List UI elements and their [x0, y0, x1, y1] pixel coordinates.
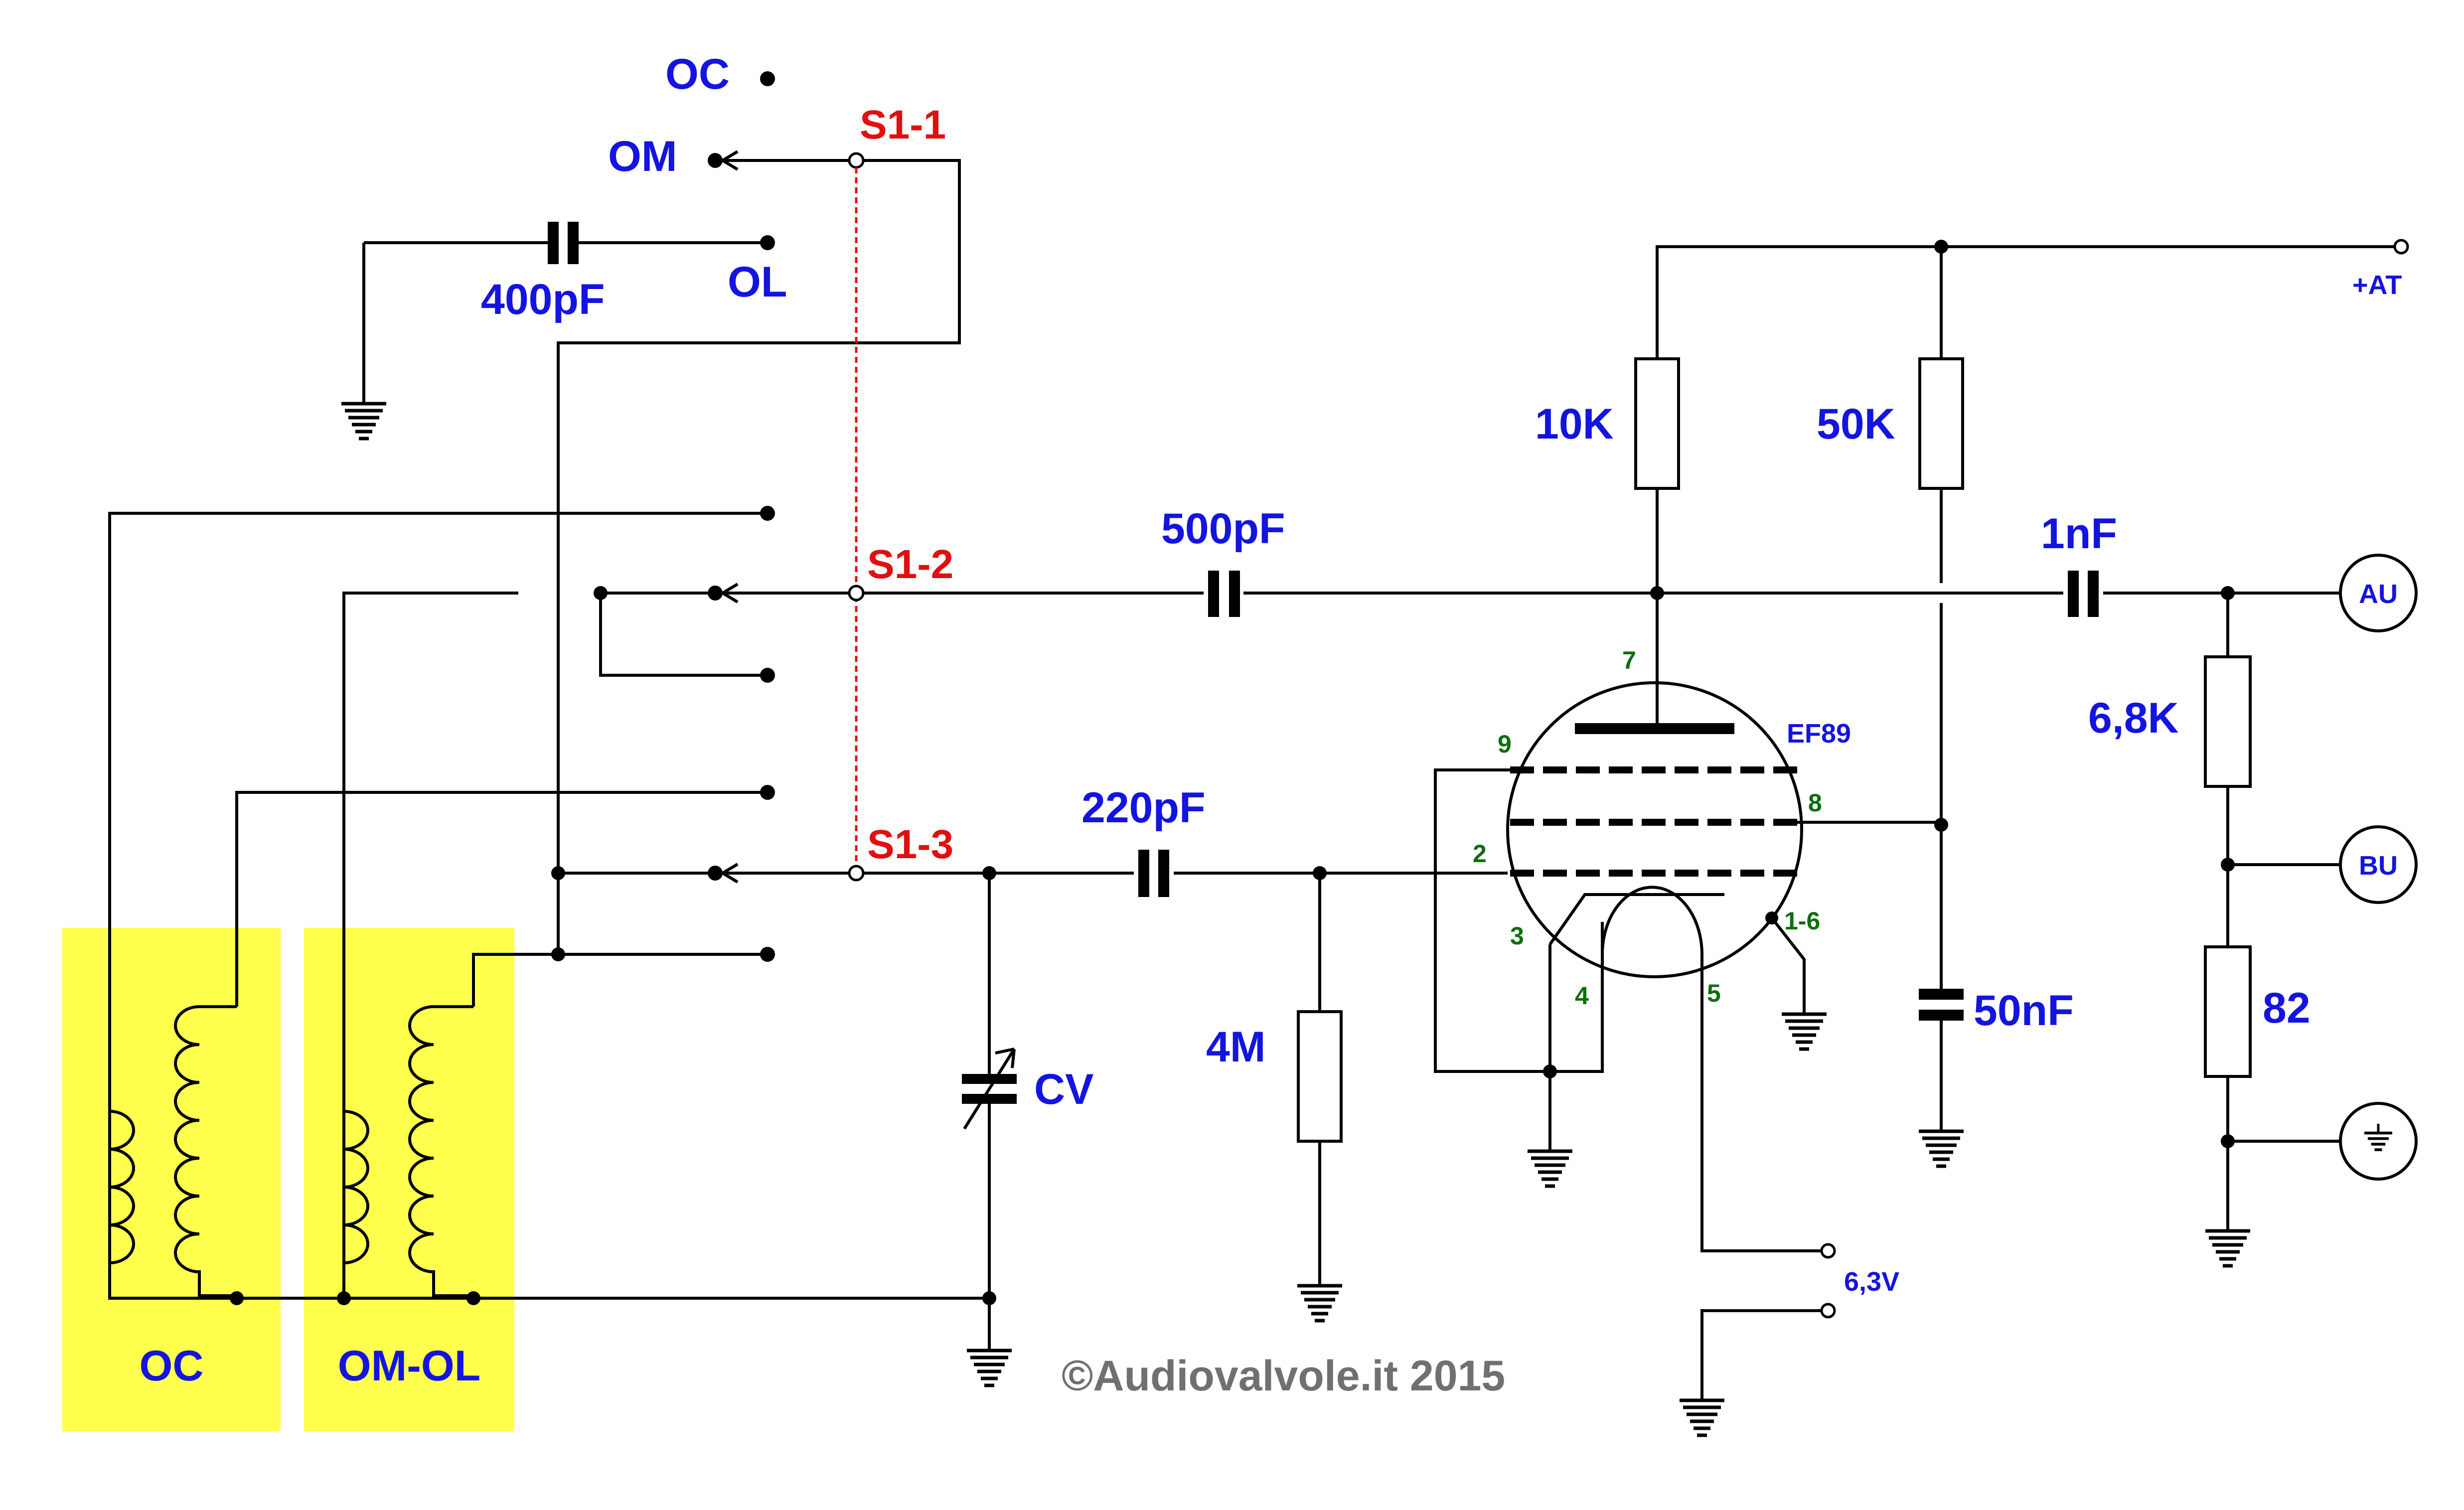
label-pin-9: 9	[1498, 730, 1512, 758]
label-pin-8: 8	[1808, 789, 1822, 817]
contact-s1-2-om	[708, 586, 723, 601]
resistor-82	[2204, 945, 2252, 1078]
wire-pin16	[1770, 917, 1806, 999]
cap-cv-arrowhead	[995, 1048, 1016, 1068]
label-400pf: 400pF	[481, 276, 605, 323]
label-10k: 10K	[1535, 400, 1614, 448]
label-pin-2: 2	[1473, 840, 1487, 868]
terminal-au	[2339, 554, 2418, 632]
pivot-s1-1	[848, 152, 865, 169]
wire-stub	[235, 1296, 475, 1298]
wire-oc-coil-sec	[235, 791, 768, 1007]
label-coil-om-ol: OM-OL	[338, 1342, 481, 1390]
pivot-s1-3	[848, 865, 865, 882]
wire-at-rail	[1656, 245, 2401, 359]
wire-heater-gnd	[1700, 1309, 1822, 1385]
label-6k8: 6,8K	[2088, 694, 2179, 742]
ground-icon	[2205, 1216, 2250, 1266]
resistor-4m	[1297, 1010, 1343, 1143]
wiper-arrow-s1-2	[722, 583, 739, 604]
contact-om	[708, 153, 723, 168]
terminal-heater-a	[1820, 1243, 1836, 1259]
ground-icon	[967, 1336, 1012, 1385]
label-82: 82	[2263, 984, 2310, 1032]
resistor-10k	[1634, 357, 1680, 490]
coil-om-ol-secondary	[408, 1005, 473, 1297]
coil-box-oc	[62, 928, 281, 1431]
terminal-heater-b	[1820, 1303, 1836, 1319]
label-oc: OC	[665, 50, 730, 98]
label-pin-5: 5	[1707, 979, 1721, 1007]
label-tube-type: EF89	[1787, 719, 1851, 749]
junction	[551, 866, 565, 880]
ground-icon	[1297, 1271, 1342, 1321]
ground-icon	[2364, 1124, 2392, 1151]
coil-om-ol-primary	[342, 1110, 369, 1296]
label-50nf: 50nF	[1974, 987, 2074, 1035]
junction	[1934, 818, 1948, 832]
coil-oc-secondary	[174, 1005, 237, 1297]
label-pin-4: 4	[1575, 982, 1589, 1010]
ground-icon	[1782, 999, 1827, 1049]
label-bu: BU	[2359, 851, 2398, 881]
label-pin-7: 7	[1622, 646, 1636, 674]
contact-s1-3-om	[708, 866, 723, 881]
label-220pf: 220pF	[1081, 784, 1206, 832]
label-pin-16: 1-6	[1784, 907, 1820, 935]
resistor-50k	[1918, 357, 1964, 490]
label-pin-3: 3	[1510, 922, 1524, 950]
wire-s1-2-ol	[599, 593, 768, 677]
tube-cathode	[1548, 893, 1724, 945]
wire-om-coil-sec	[472, 953, 558, 1007]
terminal-bu	[2339, 825, 2418, 904]
ground-icon	[1919, 1116, 1964, 1166]
cap-cv-arrow	[963, 1048, 1016, 1130]
pivot-s1-2	[848, 585, 865, 602]
label-at: +AT	[2352, 270, 2402, 300]
ground-icon	[1680, 1385, 1724, 1435]
junction	[337, 1291, 351, 1305]
label-500pf: 500pF	[1161, 505, 1285, 553]
label-4m: 4M	[1206, 1023, 1265, 1071]
label-cv: CV	[1034, 1065, 1093, 1113]
ground-icon	[341, 389, 386, 439]
tube-heater	[1601, 886, 1822, 1252]
terminal-ground	[2339, 1102, 2418, 1181]
wire-om-coil	[342, 592, 518, 1296]
label-om: OM	[608, 133, 677, 180]
label-au: AU	[2359, 579, 2398, 609]
wire-pin9	[1434, 768, 1604, 1073]
wiper-arrow-s1-1	[722, 150, 739, 171]
label-s1-2: S1-2	[867, 542, 953, 587]
wire-s1-1	[557, 159, 961, 954]
contact-oc	[760, 71, 775, 86]
coil-oc-primary	[108, 1110, 135, 1296]
resistor-6k8	[2204, 655, 2252, 788]
label-s1-3: S1-3	[867, 822, 953, 867]
label-1nf: 1nF	[2041, 510, 2117, 558]
label-s1-1: S1-1	[860, 102, 946, 148]
label-ol: OL	[728, 258, 787, 306]
wiper-arrow-s1-3	[722, 863, 739, 884]
label-50k: 50K	[1817, 400, 1895, 448]
label-coil-oc: OC	[140, 1342, 204, 1390]
tube-envelope	[1506, 681, 1803, 978]
ground-icon	[1528, 1136, 1572, 1186]
copyright: ©Audiovalvole.it 2015	[1062, 1352, 1505, 1400]
terminal-at	[2393, 239, 2409, 255]
wire-ground-bus	[108, 1296, 989, 1300]
label-heater: 6,3V	[1844, 1267, 1899, 1297]
